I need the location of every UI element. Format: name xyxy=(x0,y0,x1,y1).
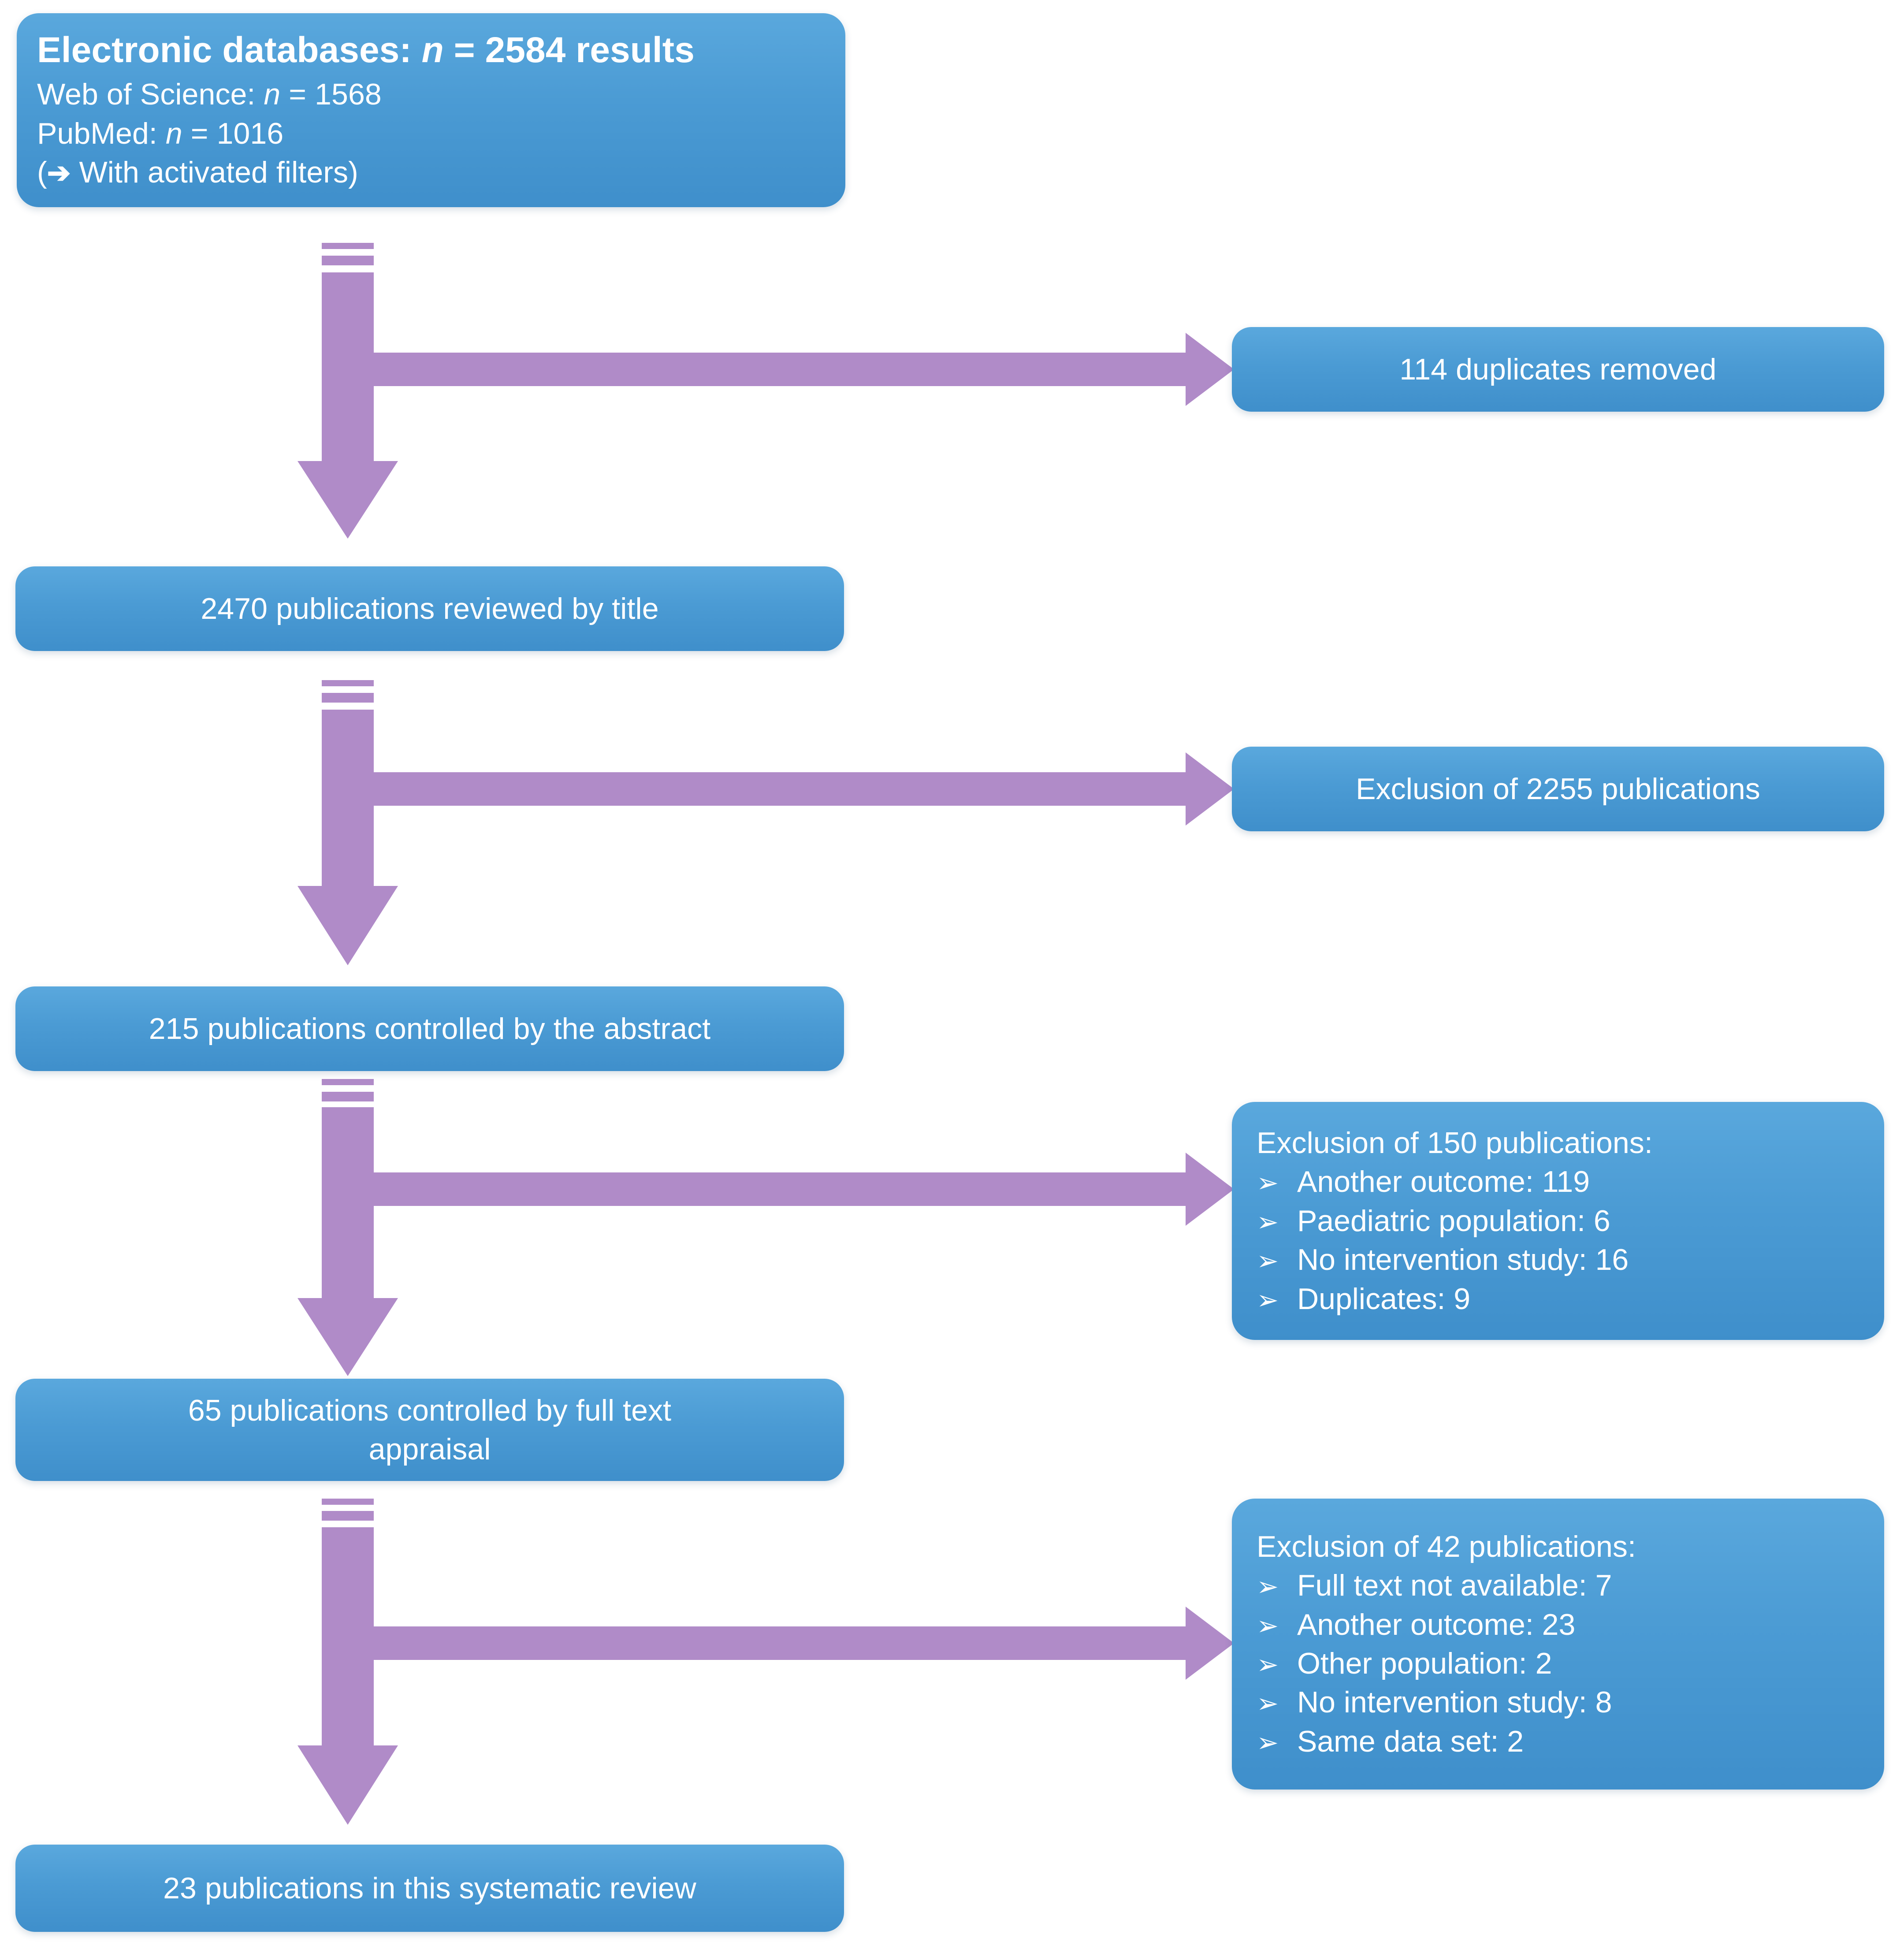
arrow-shaft-and-head xyxy=(298,1527,398,1825)
arrow-notch-line-top xyxy=(322,243,374,249)
arrow-notch-line-second xyxy=(322,1092,374,1101)
arrow-notch-line-top xyxy=(322,1499,374,1505)
exclusion-item-label: Duplicates: 9 xyxy=(1297,1282,1471,1316)
exclusion-item-label: Other population: 2 xyxy=(1297,1647,1552,1680)
exclusion-item-label: Paediatric population: 6 xyxy=(1297,1204,1610,1238)
exclusion-list-item: ➢ No intervention study: 8 xyxy=(1257,1683,1865,1722)
exclusion-list-item: ➢ No intervention study: 16 xyxy=(1257,1240,1865,1279)
branch-arrow-body xyxy=(374,333,1234,406)
node-exclusion-by-abstract[interactable]: Exclusion of 150 publications: ➢ Another… xyxy=(1232,1102,1884,1340)
bullet-arrowhead-icon: ➢ xyxy=(1257,1689,1279,1719)
flow-arrow-fulltext-to-included xyxy=(298,1499,398,1825)
arrow-shaft-and-head xyxy=(298,272,398,539)
exclusion-list-item: ➢ Another outcome: 23 xyxy=(1257,1605,1865,1644)
exclusion-item-label: Same data set: 2 xyxy=(1297,1724,1524,1758)
right-arrow-icon: ➔ xyxy=(47,157,71,189)
exclusion-list-item: ➢ Other population: 2 xyxy=(1257,1644,1865,1683)
exclusion-list-item: ➢ Full text not available: 7 xyxy=(1257,1566,1865,1605)
flow-arrow-sources-to-title xyxy=(298,243,398,539)
included-publications-label: 23 publications in this systematic revie… xyxy=(163,1871,696,1905)
reviewed-by-title-label: 2470 publications reviewed by title xyxy=(201,592,659,625)
controlled-by-full-text-line1: 65 publications controlled by full text xyxy=(188,1393,672,1427)
italic-n: n xyxy=(264,78,281,112)
node-exclusion-by-full-text[interactable]: Exclusion of 42 publications: ➢ Full tex… xyxy=(1232,1499,1884,1790)
branch-arrow-body xyxy=(374,752,1234,826)
exclusion-by-abstract-heading: Exclusion of 150 publications: xyxy=(1257,1126,1653,1160)
controlled-by-full-text-line2: appraisal xyxy=(368,1432,491,1466)
flow-arrow-title-to-abstract xyxy=(298,680,398,965)
duplicates-removed-label: 114 duplicates removed xyxy=(1399,352,1717,386)
node-sources-title: Electronic databases: n = 2584 results xyxy=(37,30,695,71)
exclusion-list-item: ➢ Duplicates: 9 xyxy=(1257,1280,1865,1318)
arrow-notch-line-top xyxy=(322,680,374,686)
arrow-notch-line-second xyxy=(322,1511,374,1521)
exclusion-list-item: ➢ Another outcome: 119 xyxy=(1257,1162,1865,1201)
exclusion-by-title-label: Exclusion of 2255 publications xyxy=(1356,772,1760,806)
exclusion-item-label: No intervention study: 16 xyxy=(1297,1243,1629,1277)
bullet-arrowhead-icon: ➢ xyxy=(1257,1168,1279,1198)
exclusion-item-label: Another outcome: 23 xyxy=(1297,1607,1576,1641)
bullet-arrowhead-icon: ➢ xyxy=(1257,1650,1279,1679)
bullet-arrowhead-icon: ➢ xyxy=(1257,1727,1279,1757)
node-included-publications[interactable]: 23 publications in this systematic revie… xyxy=(15,1845,844,1932)
branch-arrow-to-abstract-exclusion xyxy=(374,1153,1234,1226)
arrow-shaft-and-head xyxy=(298,1107,398,1376)
node-sources-line-pubmed: PubMed: n = 1016 xyxy=(37,116,284,150)
bullet-arrowhead-icon: ➢ xyxy=(1257,1285,1279,1315)
arrow-shaft-and-head xyxy=(298,710,398,965)
arrow-notch-line-top xyxy=(322,1079,374,1085)
bullet-arrowhead-icon: ➢ xyxy=(1257,1611,1279,1641)
node-controlled-by-full-text[interactable]: 65 publications controlled by full text … xyxy=(15,1379,844,1481)
node-controlled-by-abstract[interactable]: 215 publications controlled by the abstr… xyxy=(15,986,844,1071)
exclusion-item-label: Full text not available: 7 xyxy=(1297,1569,1612,1603)
arrow-notch-line-second xyxy=(322,693,374,703)
bullet-arrowhead-icon: ➢ xyxy=(1257,1246,1279,1276)
exclusion-item-label: No intervention study: 8 xyxy=(1297,1685,1612,1719)
controlled-by-abstract-label: 215 publications controlled by the abstr… xyxy=(149,1012,711,1045)
branch-arrow-to-title-exclusion xyxy=(374,752,1234,826)
node-sources-line-web-of-science: Web of Science: n = 1568 xyxy=(37,78,382,112)
arrow-notch-line-second xyxy=(322,256,374,265)
exclusion-list-item: ➢ Paediatric population: 6 xyxy=(1257,1202,1865,1240)
node-sources-line-filters: (➔ With activated filters) xyxy=(37,156,358,190)
italic-n: n xyxy=(165,116,182,150)
branch-arrow-to-fulltext-exclusion xyxy=(374,1607,1234,1680)
branch-arrow-body xyxy=(374,1153,1234,1226)
branch-arrow-body xyxy=(374,1607,1234,1680)
exclusion-item-label: Another outcome: 119 xyxy=(1297,1165,1590,1199)
node-duplicates-removed[interactable]: 114 duplicates removed xyxy=(1232,327,1884,412)
node-exclusion-by-title[interactable]: Exclusion of 2255 publications xyxy=(1232,747,1884,831)
branch-arrow-to-duplicates xyxy=(374,333,1234,406)
flow-arrow-abstract-to-fulltext xyxy=(298,1079,398,1376)
exclusion-list-item: ➢ Same data set: 2 xyxy=(1257,1722,1865,1761)
italic-n: n xyxy=(421,30,444,71)
bullet-arrowhead-icon: ➢ xyxy=(1257,1207,1279,1237)
node-reviewed-by-title[interactable]: 2470 publications reviewed by title xyxy=(15,566,844,651)
exclusion-by-full-text-heading: Exclusion of 42 publications: xyxy=(1257,1529,1636,1563)
node-electronic-databases[interactable]: Electronic databases: n = 2584 results W… xyxy=(17,13,845,207)
bullet-arrowhead-icon: ➢ xyxy=(1257,1572,1279,1602)
